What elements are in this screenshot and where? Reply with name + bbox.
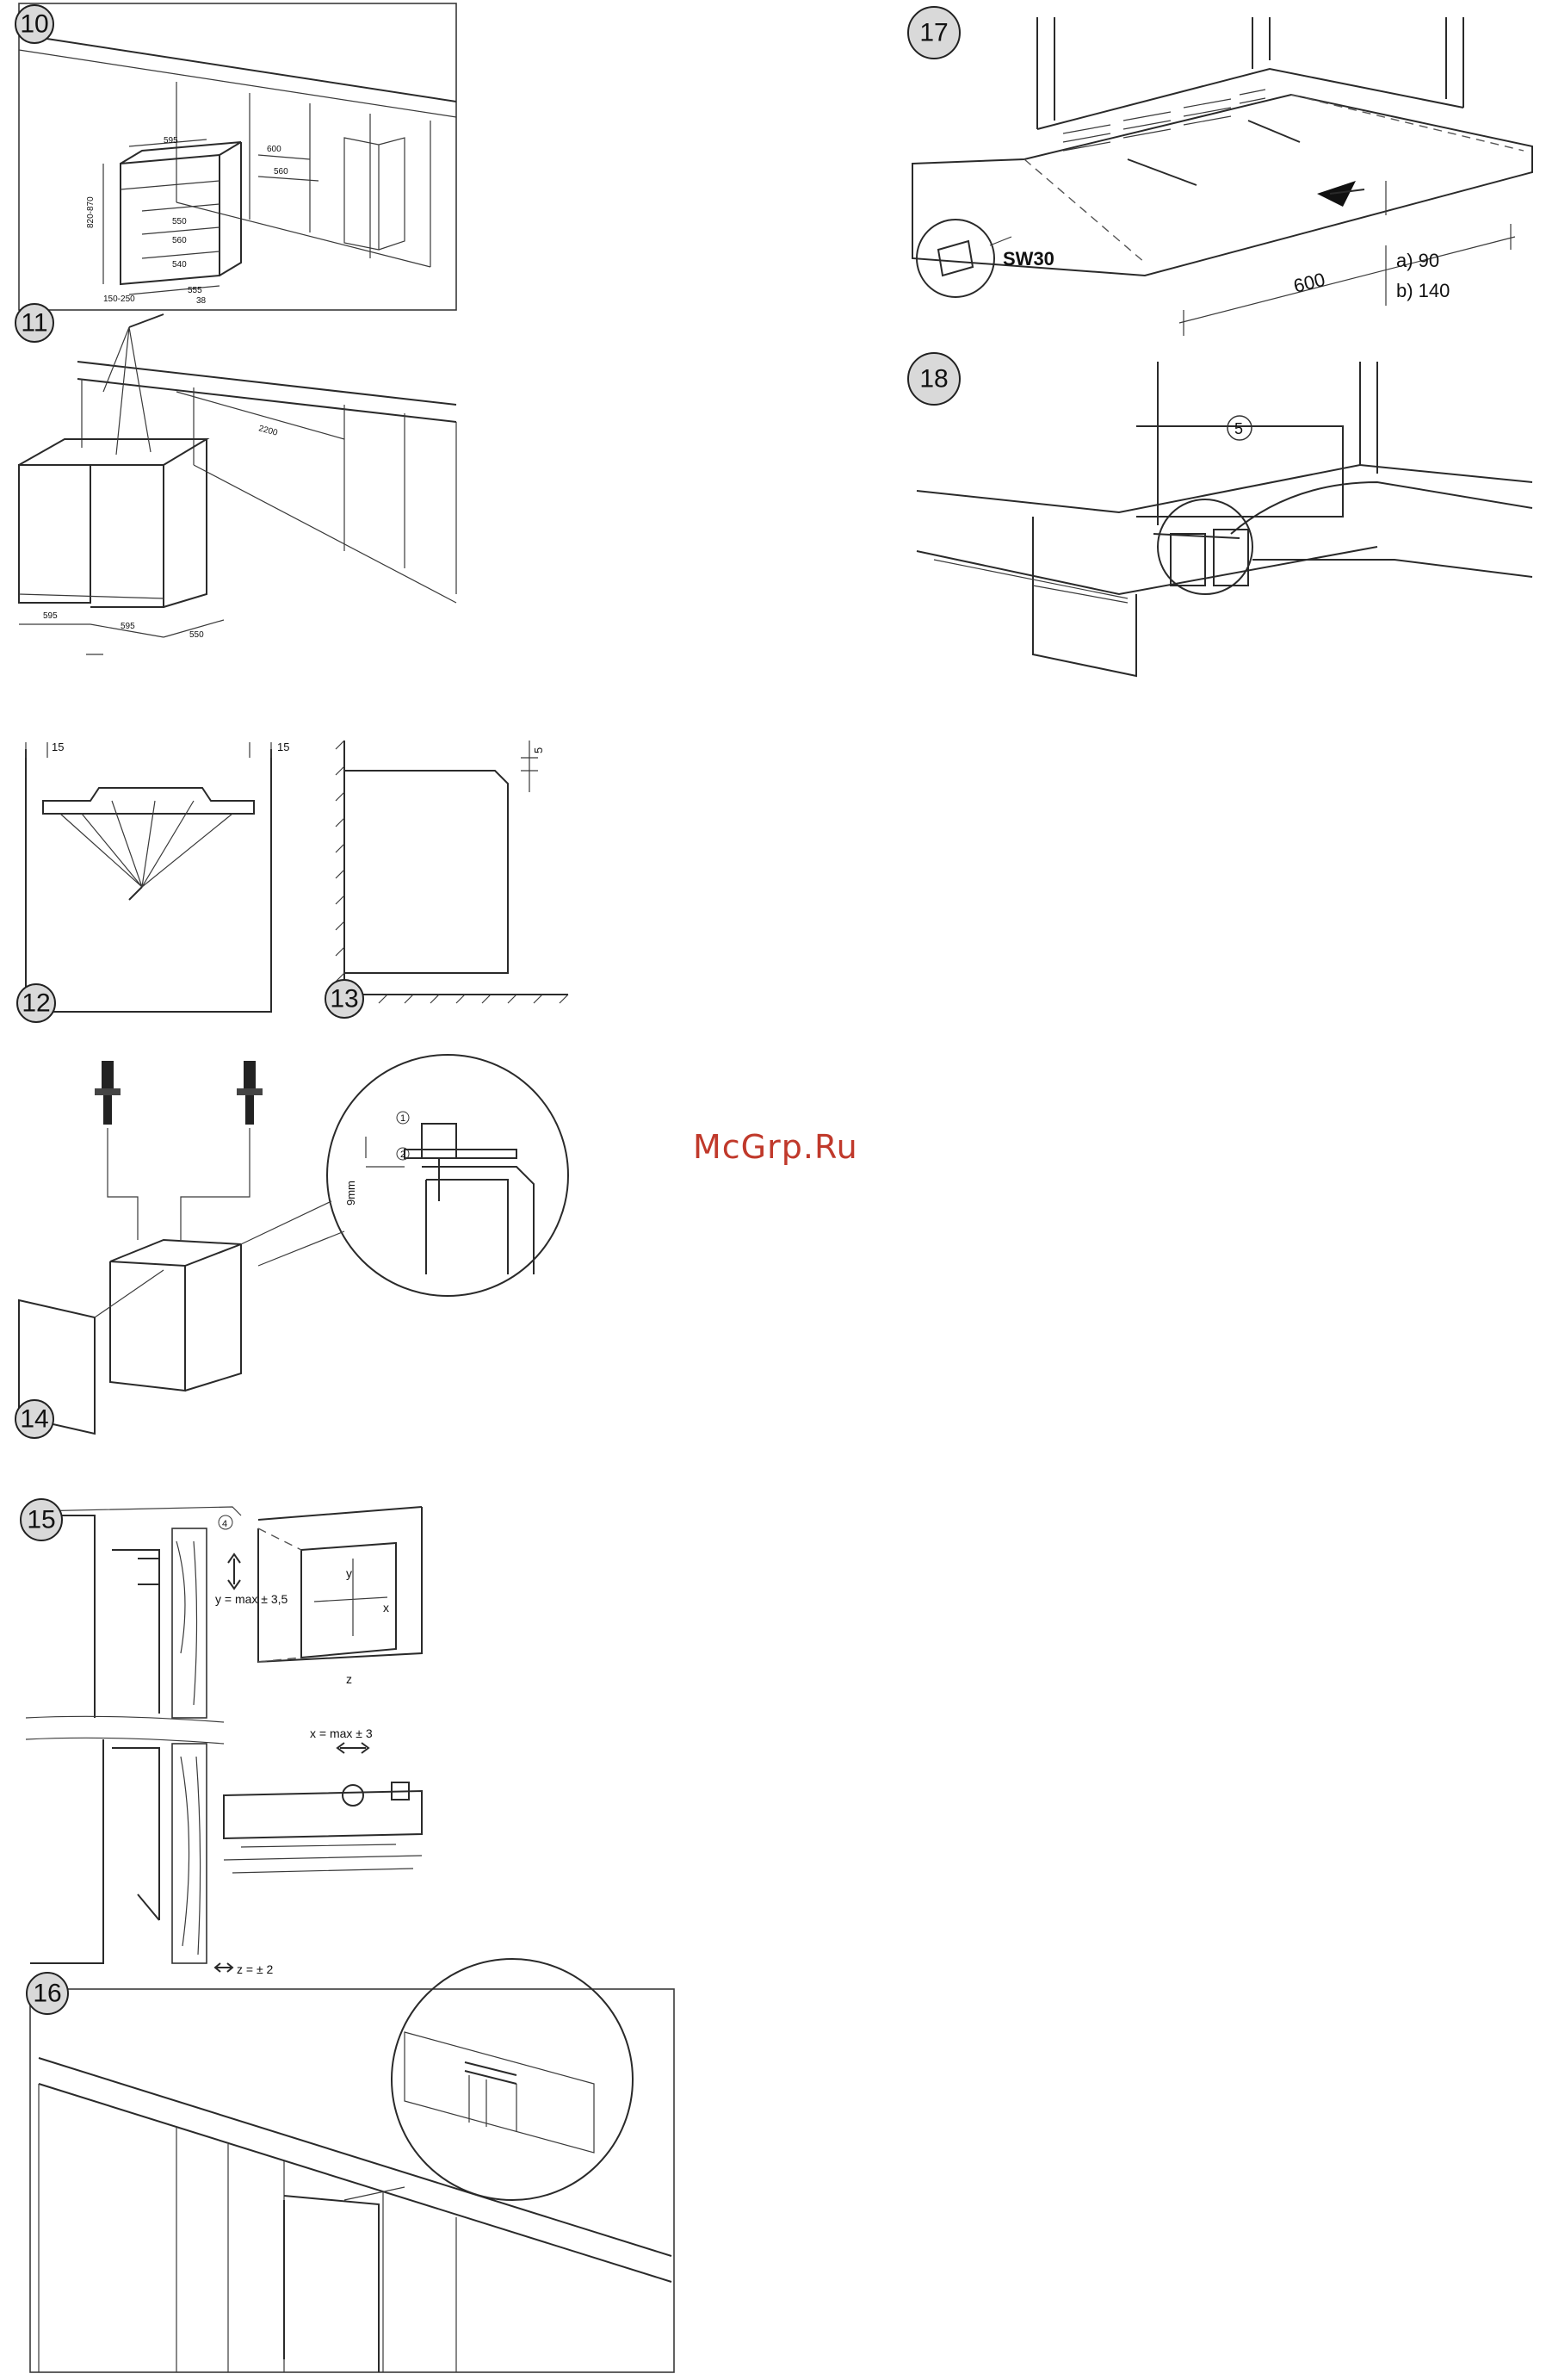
figure-17: SW30 600 a) 90 b) 140 17 [908,7,1532,336]
figure-12: 15 15 12 [17,741,289,1022]
fig14-callouts: 1 2 9mm [344,1112,409,1205]
fig10-dim-550: 550 [172,217,187,226]
fig15-callout-4: 4 [222,1519,227,1529]
fig14-number: 14 [20,1405,48,1434]
fig10-dim-height: 820-870 [86,196,96,228]
fig18-callout-5: 5 [1234,420,1243,437]
fig12-number: 12 [22,989,50,1018]
fig17-detail-circle [917,220,994,297]
fig17-label-b: b) 140 [1396,280,1450,301]
fig17-labels: SW30 600 a) 90 b) 140 [1003,248,1450,301]
fig12-dimension-labels: 15 15 [52,741,289,753]
fig15-axis-z: z [346,1672,352,1686]
fig10-dim-600: 600 [267,145,281,154]
watermark-text: McGrp.Ru [693,1128,858,1166]
fig14-bolt-right [237,1061,263,1125]
fig15-axis-y: y [346,1566,352,1580]
fig14-bolt-left [95,1061,121,1125]
fig15-label-z: z = ± 2 [237,1962,274,1976]
fig16-detail-circle [392,1959,633,2200]
fig16-number: 16 [33,1980,61,2008]
figure-10: 595 820-870 550 560 540 555 38 150-250 6… [15,3,456,310]
fig15-label-y: y = max ± 3,5 [215,1592,288,1606]
figure-18: 5 18 [908,353,1532,676]
fig17-label-width: 600 [1291,269,1327,297]
figure-15: y = max ± 3,5 x = max ± 3 z = ± 2 y x z … [21,1499,422,1976]
fig10-dim-560: 560 [172,236,187,245]
figure-11: 2200 595 595 550 11 [15,304,456,654]
fig17-label-a: a) 90 [1396,250,1439,271]
fig15-number: 15 [27,1506,55,1534]
fig17-vent-grille [1063,90,1265,151]
fig11-dim-595b: 595 [121,622,135,631]
fig11-number: 11 [21,309,47,338]
fig10-number: 10 [20,10,48,39]
fig12-dim-left: 15 [52,741,64,753]
fig10-dim-555: 555 [188,286,202,295]
fig10-dim-38: 38 [196,296,207,306]
fig11-dim-550: 550 [189,630,204,640]
fig17-label-tool: SW30 [1003,248,1054,270]
fig14-detail-circle [327,1055,568,1296]
fig14-callout-1: 1 [400,1113,405,1124]
fig13-dim-5: 5 [532,747,545,753]
figure-16: 16 [27,1959,674,2372]
fig12-dim-right: 15 [277,741,289,753]
figure-14: 1 2 9mm 14 [15,1055,568,1438]
fig13-dimension-labels: 5 [532,747,545,753]
fig10-dimension-labels: 595 820-870 550 560 540 555 38 150-250 6… [86,136,288,306]
fig10-dim-595-top: 595 [164,136,178,146]
fig15-axis-x: x [383,1601,389,1615]
fig18-number: 18 [919,365,948,394]
fig10-dim-150-250: 150-250 [103,294,135,304]
fig15-label-x: x = max ± 3 [310,1726,373,1740]
fig13-number: 13 [330,985,358,1013]
fig10-dim-560b: 560 [274,167,288,177]
figure-13: 5 13 [325,741,568,1018]
fig10-dim-540: 540 [172,260,187,270]
fig14-callout-2: 2 [400,1150,405,1160]
fig11-dim-2200: 2200 [257,424,279,437]
fig14-dim-9mm: 9mm [344,1181,357,1205]
fig17-number: 17 [919,19,948,47]
fig11-dim-595a: 595 [43,611,58,621]
